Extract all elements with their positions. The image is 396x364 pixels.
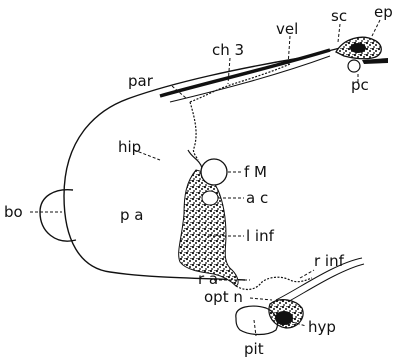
- label-linf: l inf: [246, 227, 275, 245]
- label-ra: r a: [198, 270, 218, 288]
- label-rinf: r inf: [314, 252, 345, 270]
- label-ep: ep: [374, 3, 393, 21]
- leader-pit: [254, 320, 256, 336]
- leader-ep: [372, 20, 380, 36]
- lamina-terminalis: [188, 150, 202, 168]
- anterior-commissure: [202, 191, 218, 205]
- leader-optn: [250, 298, 272, 300]
- label-fM: f M: [244, 163, 267, 181]
- label-hip: hip: [118, 138, 141, 156]
- label-ac: a c: [246, 189, 268, 207]
- leader-rinf: [300, 270, 314, 278]
- posterior-commissure-loop: [348, 60, 360, 72]
- lateral-wall-stipple: [179, 170, 238, 286]
- label-pa: p a: [120, 206, 143, 224]
- label-sc: sc: [331, 7, 347, 25]
- leader-sc: [338, 24, 340, 42]
- foramen-monro: [201, 159, 227, 185]
- label-hyp: hyp: [308, 318, 336, 336]
- label-optn: opt n: [204, 288, 243, 306]
- ventral-floor: [236, 277, 312, 289]
- label-vel: vel: [276, 20, 298, 38]
- epiphysis-dark: [350, 43, 366, 53]
- label-pc: pc: [351, 76, 369, 94]
- label-par: par: [128, 72, 154, 90]
- pallial-roof: [160, 50, 330, 96]
- label-ch3: ch 3: [212, 41, 244, 59]
- pituitary-outline: [236, 306, 278, 334]
- infundibulum-tube-inner: [280, 264, 364, 306]
- third-ventricle-wall: [190, 64, 290, 160]
- label-pit: pit: [244, 340, 264, 358]
- label-bo: bo: [4, 203, 23, 221]
- olfactory-bulb: [40, 190, 76, 241]
